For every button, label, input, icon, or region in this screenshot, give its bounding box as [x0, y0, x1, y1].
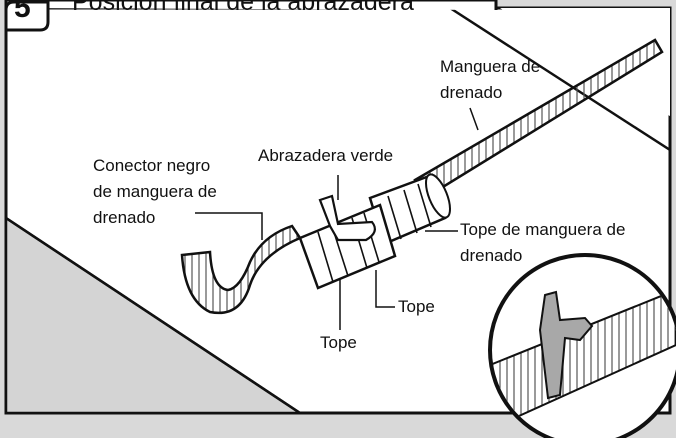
label-connector-line-3: drenado	[93, 208, 156, 227]
leader-connector	[195, 212, 263, 240]
label-connector-line-1: Conector negro	[93, 156, 211, 175]
label-stop-right: Tope	[398, 297, 435, 316]
label-hose-stop-line-1: Tope de manguera de	[460, 220, 626, 239]
label-hose-line-1: Manguera de	[440, 57, 541, 76]
top-corner-shape	[500, 8, 670, 117]
clamp-shape	[318, 194, 376, 242]
step-number: 5	[14, 0, 31, 24]
leader-hose	[469, 107, 479, 131]
label-hose-line-2: drenado	[440, 83, 503, 102]
page-title: Posición final de la abrazadera	[72, 0, 414, 16]
black-connector-hose	[180, 224, 302, 315]
label-clamp: Abrazadera verde	[258, 146, 394, 165]
floor-line	[6, 216, 301, 413]
step-badge	[4, 0, 50, 32]
wall-line	[449, 8, 670, 152]
leader-stop-right	[375, 270, 395, 308]
label-hose-stop-line-2: drenado	[460, 246, 523, 265]
label-connector-line-2: de manguera de	[93, 182, 217, 201]
label-stop-bottom: Tope	[320, 333, 357, 352]
detail-clamp	[538, 290, 594, 400]
